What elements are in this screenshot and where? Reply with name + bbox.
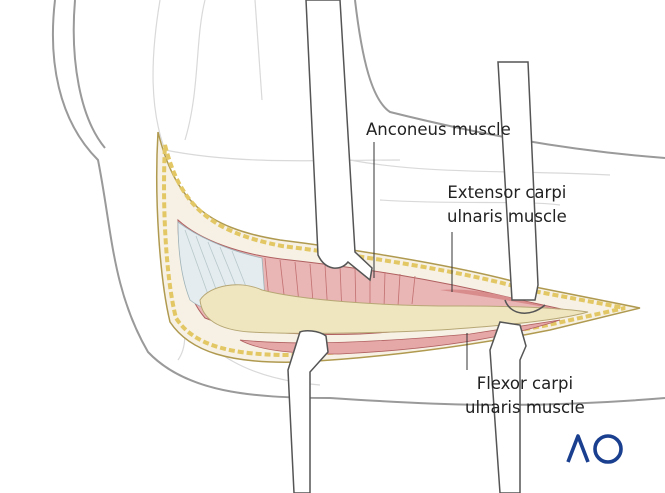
limb-silhouette (51, 0, 665, 406)
retractor-upper-right (497, 61, 546, 314)
retractor-upper-left (305, 0, 373, 282)
retractor-lower-left (287, 330, 329, 493)
label-line: ulnaris muscle (447, 207, 567, 226)
label-extensor-carpi-ulnaris: Extensor carpi ulnaris muscle (447, 181, 567, 229)
label-flexor-carpi-ulnaris: Flexor carpi ulnaris muscle (465, 372, 585, 420)
label-line: Extensor carpi (447, 183, 567, 202)
incision-window (155, 131, 641, 363)
label-line: Flexor carpi (476, 374, 574, 393)
leader-lines (373, 142, 468, 370)
retractor-lower-right (489, 321, 527, 493)
label-line: ulnaris muscle (465, 398, 585, 417)
label-anconeus-muscle: Anconeus muscle (366, 120, 511, 139)
ao-logo (566, 434, 623, 464)
